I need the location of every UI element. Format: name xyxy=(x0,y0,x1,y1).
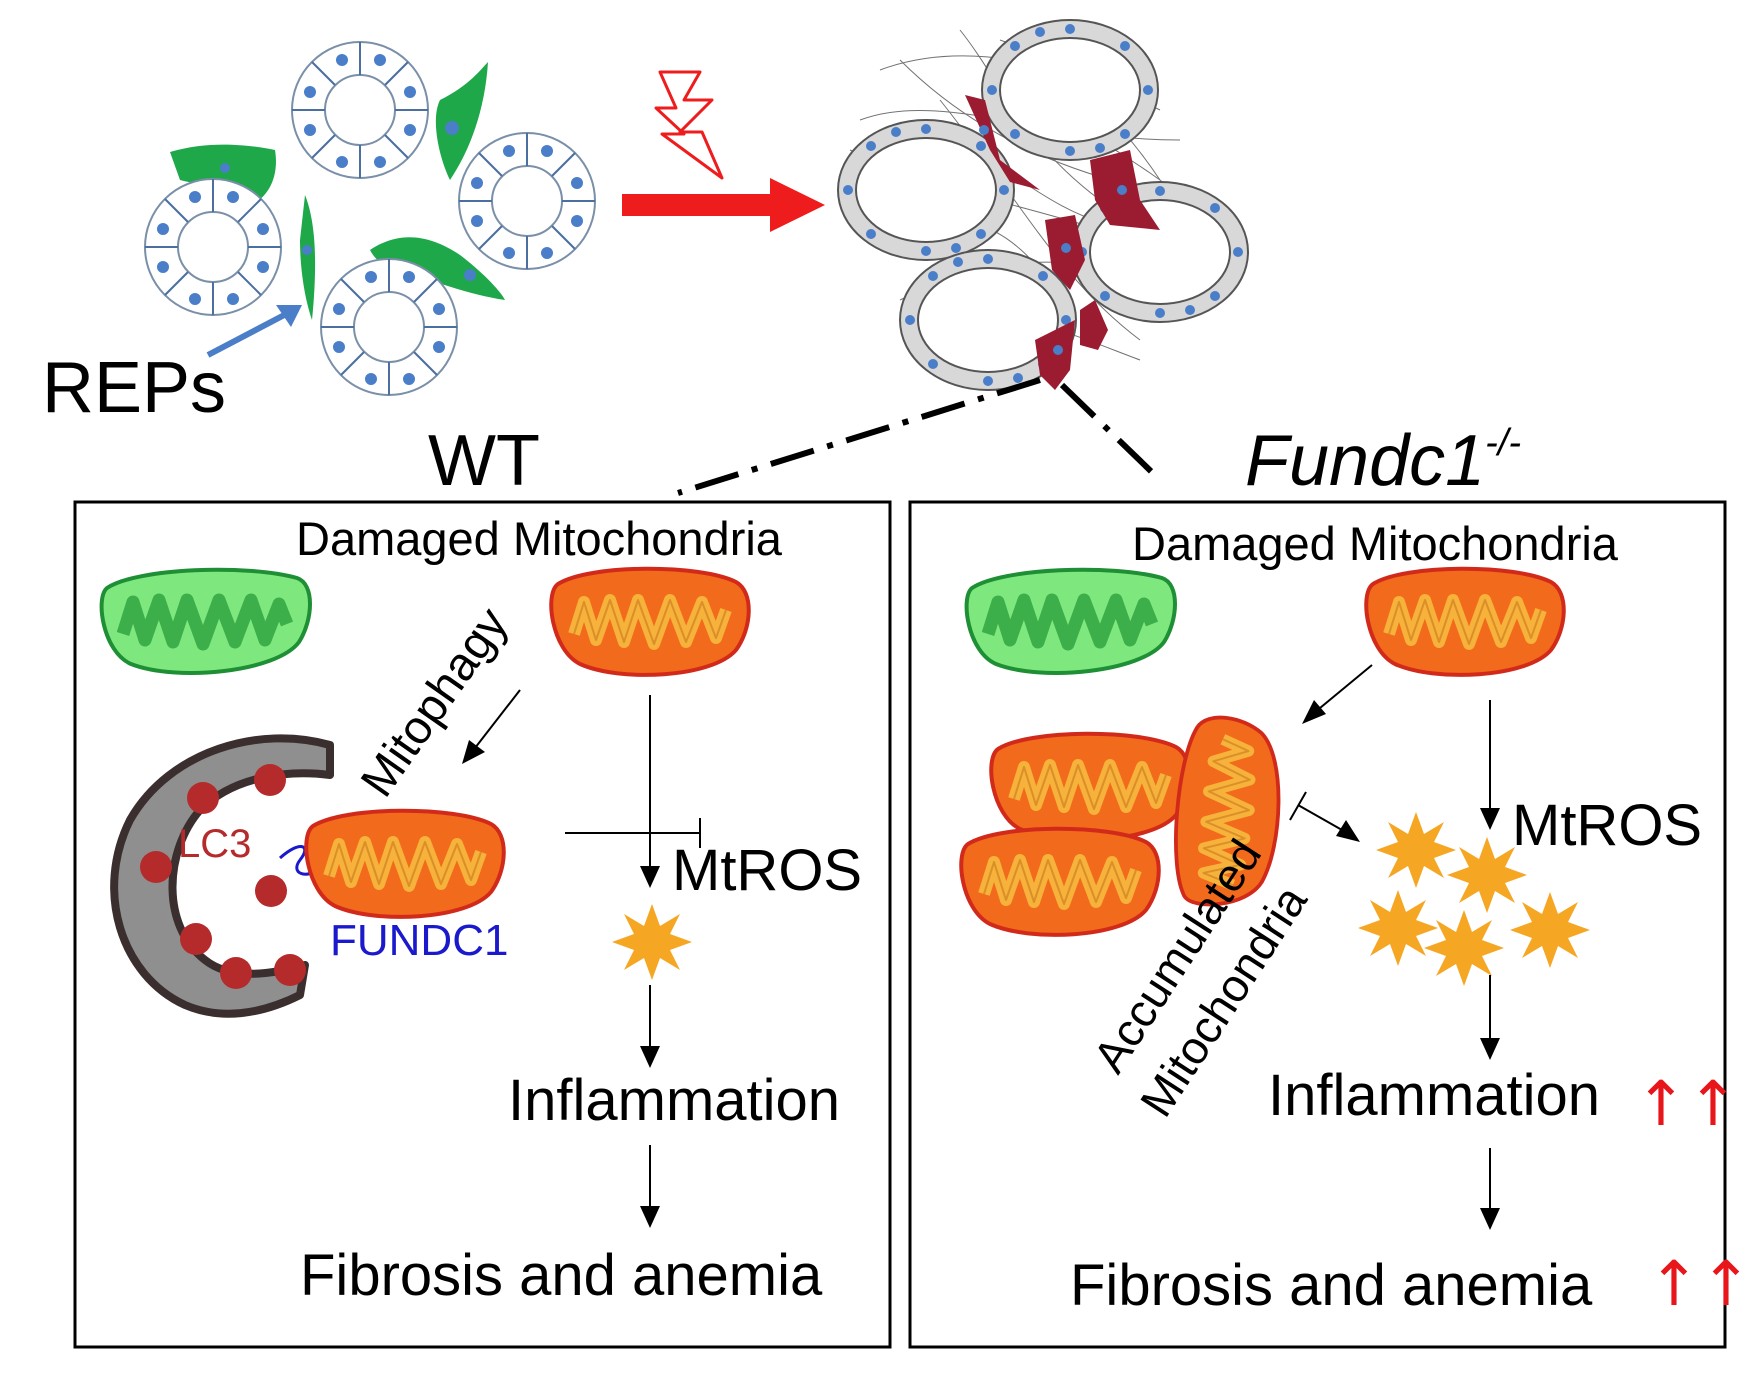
rep-cell xyxy=(435,62,488,180)
ko-mtros-label: MtROS xyxy=(1512,793,1702,858)
lightning-bolt-icon xyxy=(654,70,724,180)
damaged-mitochondrion-engulfed xyxy=(306,811,504,917)
mitophagy-label: Mitophagy xyxy=(350,597,518,805)
ko-inflammation-label: Inflammation xyxy=(1268,1063,1600,1128)
fundc1-ko-title-sup: -/- xyxy=(1485,422,1521,464)
fundc1-label: FUNDC1 xyxy=(330,916,508,965)
damaged-mitochondrion xyxy=(1366,569,1564,675)
accumulated-mitochondrion xyxy=(991,734,1189,840)
healthy-mitochondrion xyxy=(967,570,1175,673)
myofibroblast xyxy=(1080,300,1108,350)
wt-panel: Damaged Mitochondria Mitophagy LC3 FUNDC… xyxy=(73,500,892,1349)
ko-fibrosis-label: Fibrosis and anemia xyxy=(1070,1253,1593,1318)
fibrotic-tissue-illustration xyxy=(837,19,1249,391)
fundc1-ko-panel: Damaged Mitochondria Accumulated Mitocho… xyxy=(908,500,1752,1349)
wt-mtros-label: MtROS xyxy=(672,838,862,903)
accumulated-mitochondrion xyxy=(961,829,1159,935)
lc3-label: LC3 xyxy=(178,822,251,866)
zoom-connector-lines xyxy=(677,377,1163,496)
wt-title: WT xyxy=(428,421,540,501)
rep-cell xyxy=(300,195,316,320)
acinus xyxy=(144,178,282,316)
acinus xyxy=(458,132,596,270)
ros-star xyxy=(612,904,692,980)
myofibroblast xyxy=(1035,320,1075,390)
wt-fibrosis-label: Fibrosis and anemia xyxy=(300,1243,823,1308)
rep-cell xyxy=(370,237,505,300)
reps-label: REPs xyxy=(42,348,226,428)
lc3-puncta xyxy=(140,764,306,989)
ko-inflammation-increase: ↑↑ xyxy=(1635,1067,1739,1140)
rep-tissue-illustration: REPs xyxy=(42,41,596,428)
fundc1-ko-title-main: Fundc1 xyxy=(1245,421,1485,501)
acinus xyxy=(320,258,458,396)
fundc1-ko-title: Fundc1-/- xyxy=(1245,421,1521,501)
wt-inflammation-label: Inflammation xyxy=(508,1068,840,1133)
ko-fibrosis-increase: ↑↑ xyxy=(1648,1247,1752,1320)
ko-damaged-label: Damaged Mitochondria xyxy=(1132,517,1619,570)
fundc1-linker xyxy=(278,845,323,876)
myofibroblast xyxy=(965,95,1040,190)
damaged-mitochondrion xyxy=(551,569,749,675)
right-arrow-icon xyxy=(622,178,825,232)
fibrotic-acinus xyxy=(981,19,1159,161)
wt-damaged-label: Damaged Mitochondria xyxy=(296,512,783,565)
acinus xyxy=(291,41,429,179)
healthy-mitochondrion xyxy=(102,570,310,673)
